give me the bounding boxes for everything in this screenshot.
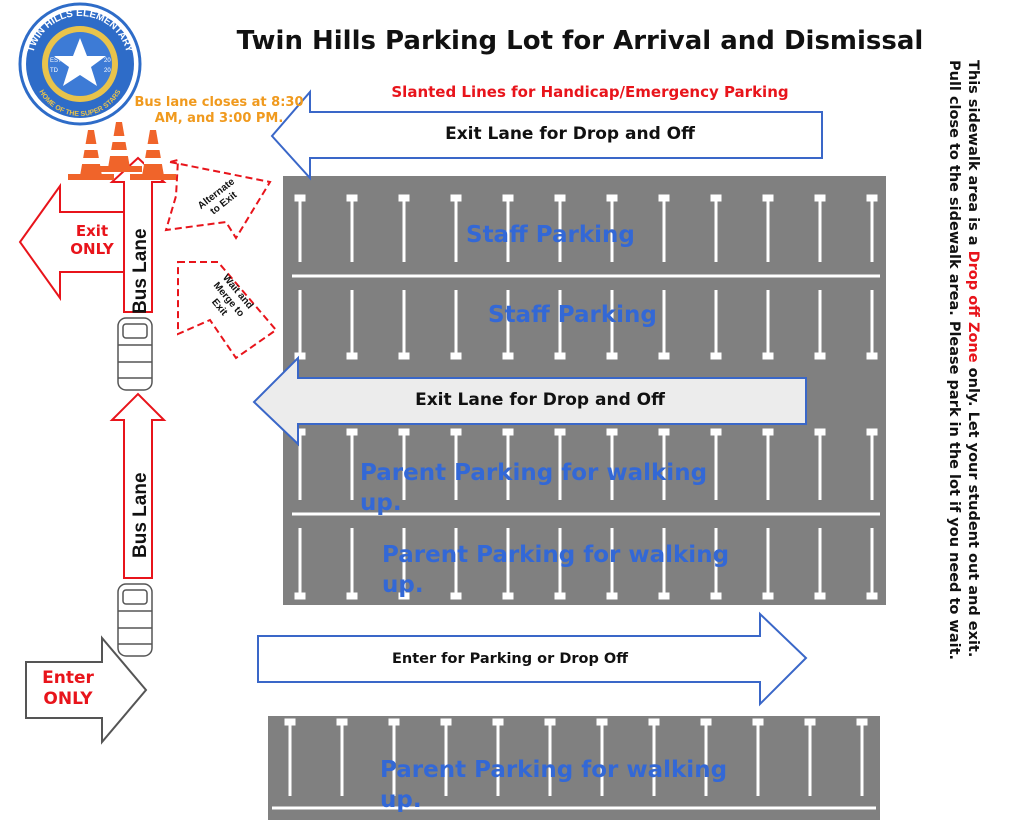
school-logo: TWIN HILLS ELEMENTARY HOME OF THE SUPER … bbox=[18, 2, 142, 126]
stall-marker bbox=[710, 194, 722, 202]
stall-marker bbox=[606, 352, 618, 360]
parent-parking-label-1: Parent Parking for walking up. bbox=[360, 460, 708, 516]
stall-marker bbox=[606, 592, 618, 600]
exit-lane-middle-arrow bbox=[252, 355, 807, 447]
logo-year-bottom: 20 bbox=[104, 68, 111, 74]
stall-marker bbox=[866, 194, 878, 202]
stall-marker bbox=[336, 718, 348, 726]
stall-marker bbox=[346, 592, 358, 600]
stall-marker bbox=[554, 352, 566, 360]
parent-parking-label-3: Parent Parking for walking up. bbox=[380, 757, 728, 813]
bus-lane-note: Bus lane closes at 8:30 AM, and 3:00 PM. bbox=[134, 95, 304, 126]
exit-lane-top-label: Exit Lane for Drop and Off bbox=[445, 124, 695, 144]
stall-marker bbox=[596, 718, 608, 726]
stall-marker bbox=[544, 718, 556, 726]
handicap-note: Slanted Lines for Handicap/Emergency Par… bbox=[391, 83, 789, 101]
stall-marker bbox=[388, 718, 400, 726]
stall-marker bbox=[606, 428, 618, 436]
wait-merge-arrow bbox=[177, 261, 278, 360]
stall-marker bbox=[700, 718, 712, 726]
stall-marker bbox=[866, 592, 878, 600]
stall-marker bbox=[554, 428, 566, 436]
stall-marker bbox=[710, 352, 722, 360]
traffic-cone-icon bbox=[96, 122, 142, 172]
enter-lane-arrow bbox=[257, 611, 808, 707]
stall-marker bbox=[502, 428, 514, 436]
stall-marker bbox=[866, 428, 878, 436]
stall-marker bbox=[450, 194, 462, 202]
bus-lane-lower-label: Bus Lane bbox=[130, 472, 151, 558]
stall-marker bbox=[762, 352, 774, 360]
stall-marker bbox=[658, 194, 670, 202]
stall-marker bbox=[752, 718, 764, 726]
bus-lane-lower-arrow bbox=[109, 392, 167, 579]
stall-marker bbox=[502, 352, 514, 360]
stall-marker bbox=[346, 194, 358, 202]
stall-marker bbox=[294, 352, 306, 360]
stall-marker bbox=[814, 352, 826, 360]
stall-marker bbox=[648, 718, 660, 726]
stall-marker bbox=[814, 592, 826, 600]
stall-marker bbox=[814, 428, 826, 436]
staff-parking-label-1: Staff Parking bbox=[466, 222, 635, 248]
stall-marker bbox=[346, 428, 358, 436]
bus-lane-upper-label: Bus Lane bbox=[130, 228, 151, 314]
parent-parking-label-2: Parent Parking for walking up. bbox=[382, 542, 730, 598]
wait-merge-label: Wait andMerge toExit bbox=[202, 272, 256, 326]
stall-marker bbox=[804, 718, 816, 726]
stall-marker bbox=[710, 592, 722, 600]
page-title: Twin Hills Parking Lot for Arrival and D… bbox=[236, 26, 924, 56]
alternate-exit-arrow bbox=[164, 158, 272, 240]
exit-only-arrow bbox=[18, 182, 129, 302]
stall-marker bbox=[398, 352, 410, 360]
stall-marker bbox=[658, 592, 670, 600]
enter-lane-label: Enter for Parking or Drop Off bbox=[391, 651, 628, 667]
stall-marker bbox=[554, 592, 566, 600]
logo-td: TD bbox=[50, 68, 59, 74]
drop-off-zone-note: This sidewalk area is a Drop off Zone on… bbox=[946, 60, 981, 661]
star-icon bbox=[54, 38, 106, 86]
stall-marker bbox=[554, 194, 566, 202]
stall-marker bbox=[450, 428, 462, 436]
enter-only-arrow bbox=[25, 635, 148, 745]
stall-marker bbox=[606, 194, 618, 202]
stall-marker bbox=[762, 592, 774, 600]
stall-marker bbox=[284, 718, 296, 726]
stall-marker bbox=[450, 592, 462, 600]
stall-marker bbox=[502, 194, 514, 202]
school-bus-icon bbox=[117, 317, 153, 391]
stall-marker bbox=[450, 352, 462, 360]
logo-year-top: 20 bbox=[104, 58, 111, 64]
stall-marker bbox=[658, 352, 670, 360]
bottom-parking-lot bbox=[268, 716, 880, 820]
stall-marker bbox=[658, 428, 670, 436]
stall-marker bbox=[440, 718, 452, 726]
traffic-cone-icon bbox=[130, 130, 176, 180]
traffic-cone-icon bbox=[68, 130, 114, 180]
stall-marker bbox=[856, 718, 868, 726]
stall-marker bbox=[492, 718, 504, 726]
stall-marker bbox=[398, 194, 410, 202]
stall-marker bbox=[294, 592, 306, 600]
exit-lane-top-arrow bbox=[270, 89, 823, 181]
stall-marker bbox=[398, 592, 410, 600]
stall-marker bbox=[710, 428, 722, 436]
school-bus-icon bbox=[117, 583, 153, 657]
staff-parking-label-2: Staff Parking bbox=[488, 302, 657, 328]
stall-marker bbox=[814, 194, 826, 202]
stall-marker bbox=[502, 592, 514, 600]
stall-marker bbox=[398, 428, 410, 436]
parking-stall-lines bbox=[272, 194, 880, 810]
stall-marker bbox=[294, 194, 306, 202]
exit-lane-middle-label: Exit Lane for Drop and Off bbox=[415, 390, 665, 410]
stall-marker bbox=[866, 352, 878, 360]
logo-est: EST bbox=[50, 58, 62, 64]
stall-marker bbox=[762, 194, 774, 202]
stall-marker bbox=[346, 352, 358, 360]
stall-marker bbox=[762, 428, 774, 436]
